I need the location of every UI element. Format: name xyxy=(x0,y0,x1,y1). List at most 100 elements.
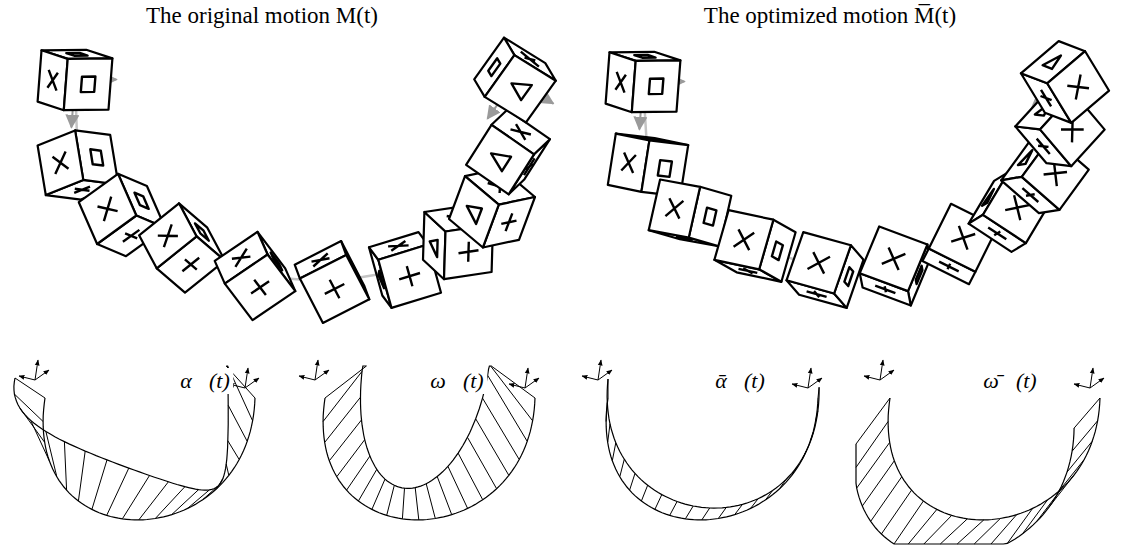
cross-mark xyxy=(951,226,975,250)
plus-mark xyxy=(807,291,827,297)
hatch-line xyxy=(940,519,967,544)
axis-triad xyxy=(299,376,315,380)
hatch-line xyxy=(908,509,937,544)
plus-mark xyxy=(325,280,345,299)
axis-triad xyxy=(315,360,318,380)
vector-label: α⃗(t) xyxy=(176,368,233,394)
cube-face xyxy=(300,255,369,323)
hatch-line xyxy=(358,469,376,501)
hatch-line xyxy=(1023,500,1048,534)
cross-mark xyxy=(615,72,626,93)
axis-triad xyxy=(35,360,38,380)
hatch-line xyxy=(92,460,107,510)
triangle-mark xyxy=(512,83,532,100)
hatch-line xyxy=(630,473,635,490)
triangle-mark xyxy=(467,206,482,224)
plus-mark xyxy=(1041,90,1052,107)
vector-curve xyxy=(856,428,1074,544)
cross-mark xyxy=(158,224,178,247)
cube-face xyxy=(79,174,137,244)
axis-triad xyxy=(880,370,894,380)
cross-mark xyxy=(511,124,531,140)
vector-ribbon xyxy=(299,360,539,520)
hatch-line xyxy=(329,420,361,461)
axis-triad xyxy=(245,378,259,388)
hatch-line xyxy=(228,405,247,441)
hatch-line xyxy=(924,515,952,544)
axis-triad xyxy=(509,384,525,388)
hatch-line xyxy=(957,520,984,544)
hatch-line xyxy=(347,456,370,490)
hatch-line xyxy=(685,506,693,519)
hatch-line xyxy=(372,479,385,509)
hatch-line xyxy=(871,477,902,522)
triangle-mark xyxy=(491,153,511,171)
base-curve xyxy=(888,398,1100,520)
vector-curve xyxy=(361,366,492,488)
axis-triad xyxy=(19,376,35,380)
cross-mark xyxy=(98,197,118,222)
axis-triad xyxy=(880,360,883,380)
hatch-line xyxy=(856,422,888,468)
cross-mark xyxy=(47,70,58,91)
square-mark xyxy=(90,149,103,165)
cross-mark xyxy=(232,249,251,267)
cross-mark xyxy=(1067,75,1089,100)
cube-face xyxy=(225,255,295,321)
hatch-line xyxy=(655,495,662,510)
plus-mark xyxy=(501,213,516,231)
hatch-line xyxy=(608,424,610,443)
panel-title: The original motion M(t) xyxy=(142,2,382,30)
hatch-line xyxy=(1059,460,1084,491)
hatch-line xyxy=(337,440,365,477)
hatch-line xyxy=(491,366,533,421)
axis-triad xyxy=(1090,378,1104,388)
vector-label: ω̄⃗(t) xyxy=(979,368,1040,394)
axis-triad xyxy=(582,376,598,380)
cross-mark xyxy=(621,153,636,173)
cube-face xyxy=(649,180,700,238)
hatch-line xyxy=(483,398,520,459)
cross-mark xyxy=(882,248,906,271)
base-curve xyxy=(606,398,818,520)
hatch-line xyxy=(458,453,483,500)
square-mark xyxy=(704,208,717,226)
square-mark xyxy=(658,160,672,177)
hatch-line xyxy=(467,437,496,489)
cube-face xyxy=(632,60,681,112)
vector-ribbon xyxy=(14,360,259,520)
axis-triad xyxy=(864,376,880,380)
vector-ribbon xyxy=(856,360,1104,544)
axis-triad xyxy=(598,370,612,380)
square-mark xyxy=(488,58,500,76)
hatch-line xyxy=(426,484,435,519)
axis-triad xyxy=(792,384,808,388)
base-curve xyxy=(43,398,255,520)
triangle-mark xyxy=(430,240,438,257)
axis-triad xyxy=(525,378,539,388)
trajectory xyxy=(75,80,515,282)
triangle-mark xyxy=(1018,150,1032,165)
cross-mark xyxy=(388,241,409,251)
cube-face xyxy=(1047,51,1109,123)
hatch-line xyxy=(620,459,625,477)
square-mark xyxy=(649,79,664,95)
square-mark xyxy=(66,53,87,56)
axis-triad xyxy=(245,368,248,388)
hatch-line xyxy=(226,464,229,475)
cube-face xyxy=(38,50,68,110)
cube-face xyxy=(139,203,197,268)
hatch-line xyxy=(491,366,535,398)
hatch-line xyxy=(107,468,129,515)
plus-mark xyxy=(123,230,139,242)
cross-mark xyxy=(734,229,755,250)
hatch-line xyxy=(64,442,66,491)
plus-mark xyxy=(251,280,269,295)
cube-face xyxy=(787,232,851,293)
hatch-line xyxy=(857,442,890,488)
vector-ribbon xyxy=(582,360,822,520)
square-mark xyxy=(772,242,783,261)
triangle-mark xyxy=(1043,56,1061,69)
base-curve xyxy=(323,398,535,520)
panel-title: The optimized motion M̅(t) xyxy=(700,2,960,30)
